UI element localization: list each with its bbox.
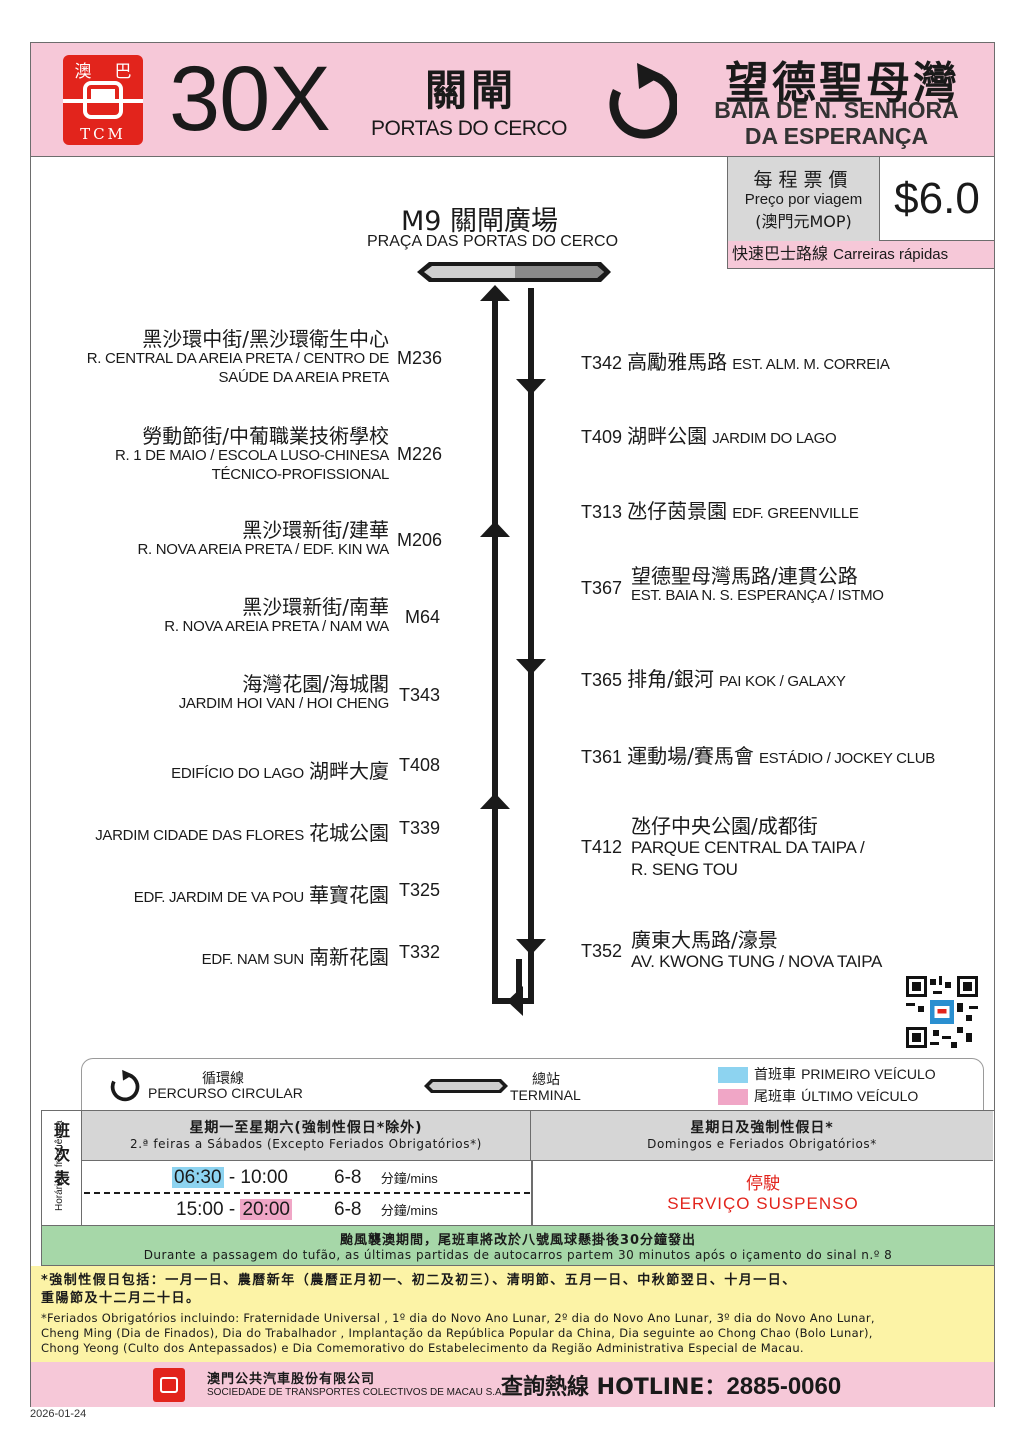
legend-last-bus: 尾班車 ÚLTIMO VEÍCULO [718,1086,918,1106]
stop-code-m206: M206 [397,530,443,550]
hotline[interactable]: 查詢熱線 HOTLINE：2885-0060 [501,1373,842,1400]
legend-terminal-zh: 總站 [532,1072,560,1088]
circular-route-icon [609,63,677,139]
legend-first-bus: 首班車 PRIMEIRO VEÍCULO [718,1064,936,1084]
route-number: 30X [169,48,331,150]
stop-t343: 海灣花園/海城閣 JARDIM HOI VAN / HOI CHENG [178,672,390,712]
left-arrow-icon [507,986,523,1016]
qr-code-icon[interactable] [906,976,978,1048]
first-bus-time: 06:30 [172,1167,224,1188]
stop-code-t332: T332 [399,942,441,962]
stop-t352: 廣東大馬路/濠景 AV. KWONG TUNG / NOVA TAIPA [631,928,883,971]
timetable-row-first: 06:30 - 10:00 [172,1167,288,1188]
legend-circular-pt: PERCURSO CIRCULAR [148,1085,303,1101]
stop-m206: 黑沙環新街/建華 R. NOVA AREIA PRETA / EDF. KIN … [137,518,389,558]
stop-code-t412: T412 [581,837,623,857]
stop-t325: EDF. JARDIM DE VA POU 華寶花園 [133,883,389,907]
bus-icon [160,1377,178,1393]
destination-zh: 望德聖母灣 [725,58,960,109]
freq-row-last: 6-8 分鐘/mins [334,1199,438,1220]
stop-t412: 氹仔中央公園/成都街 PARQUE CENTRAL DA TAIPA / R. … [631,814,865,879]
stop-m226: 勞動節街/中葡職業技術學校 R. 1 DE MAIO / ESCOLA LUSO… [114,424,389,483]
return-line [492,288,522,1004]
stop-code-t408: T408 [399,755,441,775]
hotline-number[interactable]: 2885-0060 [726,1373,842,1400]
legend-circular-zh: 循環線 [202,1071,244,1087]
route-sheet: 澳 巴 TCM 30X 關閘 PORTAS DO CERCO 望德聖母灣 BAÍA… [30,42,995,1407]
fare-label: 每程票價 Preço por viagem (澳門元MOP) [728,157,880,241]
stop-t342: T342 高勵雅馬路 EST. ALM. M. CORREIA [581,350,890,374]
down-arrow-icon [516,379,546,395]
stop-code-t325: T325 [399,880,441,900]
fare-value: $6.0 [894,174,980,223]
up-arrow-icon [480,521,510,537]
express-route-label: 快速巴士路線 Carreiras rápidas [727,241,995,269]
fare-box: 每程票價 Preço por viagem (澳門元MOP) $6.0 [727,157,995,241]
print-date: 2026-01-24 [30,1408,87,1420]
stop-code-t367: T367 [581,578,623,598]
circular-route-icon [110,1069,140,1102]
typhoon-notice: 颱風襲澳期間，尾班車將改於八號風球懸掛後30分鐘發出 Durante a pas… [41,1226,995,1266]
up-arrow-icon [480,285,510,301]
stop-t408: EDIFÍCIO DO LAGO 湖畔大廈 [171,759,389,783]
service-suspended: 停駛 SERVIÇO SUSPENSO [667,1174,859,1213]
last-bus-swatch [718,1088,748,1105]
down-arrow-icon [516,939,546,955]
holiday-notes: *強制性假日包括：一月一日、農曆新年（農曆正月初一、初二及初三）、清明節、五月一… [31,1266,994,1362]
logo-text: TCM [80,125,126,143]
stop-code-m64: M64 [405,607,441,627]
stop-t409: T409 湖畔公園 JARDIM DO LAGO [581,424,837,448]
logo-char-right: 巴 [114,62,132,82]
stop-t361: T361 運動場/賽馬會 ESTÁDIO / JOCKEY CLUB [581,744,935,768]
footer: 澳門公共汽車股份有限公司 SOCIEDADE DE TRANSPORTES CO… [31,1362,994,1407]
first-bus-swatch [718,1066,748,1083]
freq-row-first: 6-8 分鐘/mins [334,1167,438,1188]
stop-code-t352: T352 [581,941,623,961]
legend-terminal-pt: TERMINAL [510,1087,581,1103]
stop-m236: 黑沙環中街/黑沙環衛生中心 R. CENTRAL DA AREIA PRETA … [86,327,390,386]
last-bus-time: 20:00 [240,1199,292,1220]
terminal-name-pt: PRAÇA DAS PORTAS DO CERCO [367,233,619,250]
holiday-header: 星期日及強制性假日* Domingos e Feriados Obrigatór… [531,1111,993,1161]
destination-pt: BAÍA DE N. SENHORA DA ESPERANÇA [714,97,959,149]
up-arrow-icon [480,793,510,809]
outbound-line [519,288,534,1004]
tcm-logo-small [153,1368,185,1402]
legend: 循環線 PERCURSO CIRCULAR 總站 TERMINAL 首班車 PR… [81,1058,984,1110]
stop-t313: T313 氹仔茵景園 EDF. GREENVILLE [581,499,859,523]
company-name: 澳門公共汽車股份有限公司 SOCIEDADE DE TRANSPORTES CO… [207,1372,505,1398]
route-line-diagram [417,262,611,1016]
stop-code-t343: T343 [399,685,441,705]
stop-code-m236: M236 [397,348,443,368]
stop-t339: JARDIM CIDADE DAS FLORES 花城公園 [95,821,389,845]
origin-pt: PORTAS DO CERCO [371,117,567,140]
down-arrow-icon [516,659,546,675]
timetable-divider [84,1192,530,1194]
terminal-icon [424,1079,508,1093]
timetable-row-last: 15:00 - 20:00 [176,1199,292,1220]
stop-t365: T365 排角/銀河 PAI KOK / GALAXY [581,667,846,691]
timetable: 班次表 Horário e frequência 星期一至星期六(強制性假日*除… [41,1110,995,1226]
route-header: 澳 巴 TCM 30X 關閘 PORTAS DO CERCO 望德聖母灣 BAÍA… [31,43,994,157]
tcm-logo: 澳 巴 TCM [63,55,143,145]
stop-m64: 黑沙環新街/南華 R. NOVA AREIA PRETA / NAM WA [164,595,389,635]
weekday-header: 星期一至星期六(強制性假日*除外) 2.ª feiras a Sábados (… [82,1111,531,1161]
stop-code-m226: M226 [397,444,443,464]
stop-code-t339: T339 [399,818,441,838]
terminal-name-zh: M9 關閘廣場 [401,206,559,237]
timetable-side-label: 班次表 Horário e frequência [42,1111,82,1225]
bus-icon [83,81,123,119]
logo-char-left: 澳 [74,62,92,82]
stop-t332: EDF. NAM SUN 南新花園 [201,945,389,969]
origin-zh: 關閘 [425,66,518,115]
stop-t367: 望德聖母灣馬路/連貫公路 EST. BAIA N. S. ESPERANÇA /… [631,564,884,604]
